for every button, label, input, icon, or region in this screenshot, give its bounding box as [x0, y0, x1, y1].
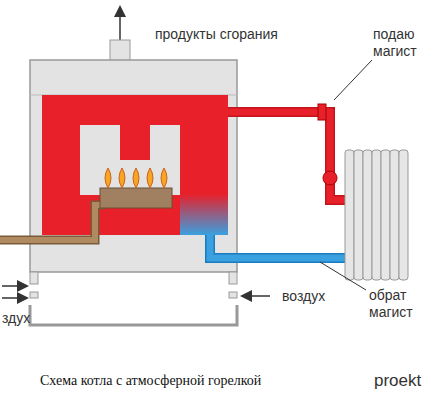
air-label: здух: [2, 310, 30, 327]
supply-label: подаю магист: [373, 26, 425, 60]
return-label: обрат магист: [369, 287, 425, 321]
watermark: proekt: [374, 372, 421, 389]
product-label: продукты сгорания: [155, 26, 278, 43]
air-label: воздух: [282, 288, 325, 305]
caption: Схема котла с атмосферной горелкой: [40, 372, 261, 389]
